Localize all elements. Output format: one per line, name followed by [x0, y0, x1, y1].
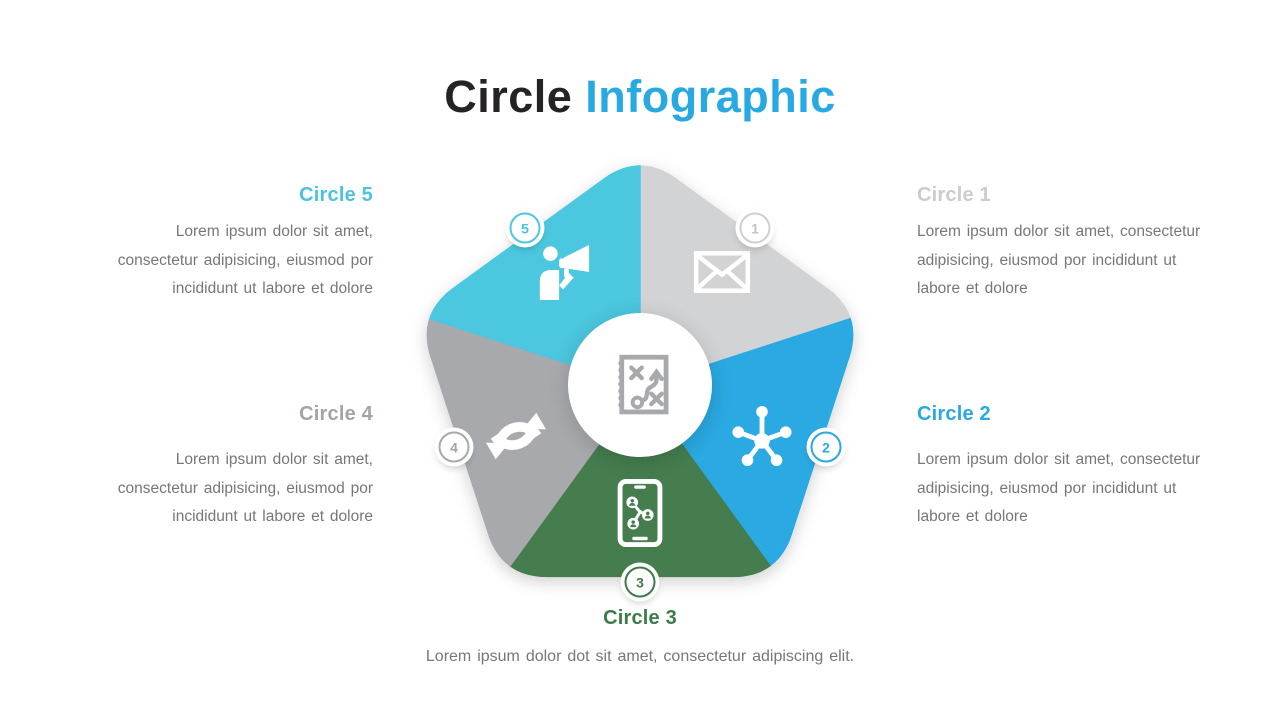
- circle-2-heading: Circle 2: [917, 403, 991, 425]
- circle-1-heading: Circle 1: [917, 184, 991, 206]
- block-circle-3: Circle 3 Lorem ipsum dolor dot sit amet,…: [340, 606, 940, 672]
- block-circle-4: Circle 4 Lorem ipsum dolor sit amet, con…: [103, 402, 373, 532]
- title-part-dark: Circle: [444, 71, 573, 122]
- segment-3-number-badge: 3: [624, 566, 656, 598]
- network-hub-icon: [732, 405, 792, 467]
- strategy-plan-icon: [618, 354, 669, 415]
- envelope-icon: [693, 251, 751, 293]
- center-circle: [568, 313, 712, 457]
- circle-1-body: Lorem ipsum dolor sit amet, consectetur …: [917, 223, 1201, 297]
- circle-4-heading: Circle 4: [299, 403, 373, 425]
- segment-1-number-badge: 1: [739, 212, 771, 244]
- megaphone-person-icon: [539, 244, 590, 300]
- phone-share-icon: [617, 479, 663, 547]
- sync-arrows-icon: [486, 412, 546, 460]
- circle-3-body: Lorem ipsum dolor dot sit amet, consecte…: [425, 648, 855, 665]
- circle-4-body: Lorem ipsum dolor sit amet, consectetur …: [117, 451, 373, 525]
- block-circle-2: Circle 2 Lorem ipsum dolor sit amet, con…: [917, 402, 1202, 532]
- block-circle-1: Circle 1 Lorem ipsum dolor sit amet, con…: [917, 183, 1202, 304]
- block-circle-5: Circle 5 Lorem ipsum dolor sit amet, con…: [103, 183, 373, 304]
- segment-2-number-badge: 2: [810, 431, 842, 463]
- segment-4-number-badge: 4: [438, 431, 470, 463]
- circle-2-body: Lorem ipsum dolor sit amet, consectetur …: [917, 451, 1201, 525]
- title-part-accent: Infographic: [585, 71, 836, 122]
- circle-3-heading: Circle 3: [603, 607, 677, 629]
- segment-5-number-badge: 5: [509, 212, 541, 244]
- circle-5-heading: Circle 5: [299, 184, 373, 206]
- circle-5-body: Lorem ipsum dolor sit amet, consectetur …: [117, 223, 373, 297]
